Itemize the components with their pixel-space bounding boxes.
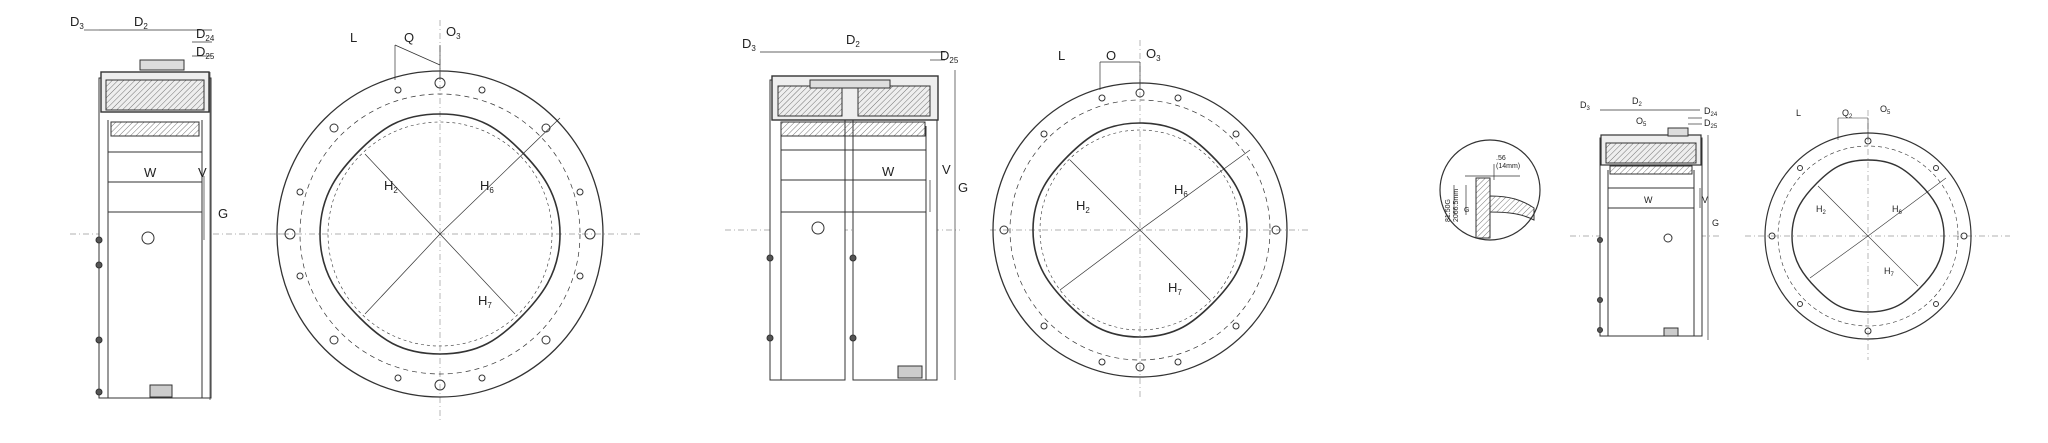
label-d3: D3 xyxy=(1580,100,1591,112)
label-d24: D24 xyxy=(1704,106,1718,118)
label-o3: O3 xyxy=(446,24,461,41)
label-h2: H2 xyxy=(1076,198,1090,215)
label-g: G xyxy=(218,206,228,221)
label-detail-dim-left-2: 2066.5mm xyxy=(1453,189,1460,222)
drawing-2-front-labels: L O O3 H2 H6 H7 xyxy=(1058,46,1188,297)
label-g: G xyxy=(958,180,968,195)
label-h2: H2 xyxy=(384,178,398,195)
label-detail-g: G xyxy=(1464,207,1469,214)
label-d3: D3 xyxy=(742,36,756,53)
label-v: V xyxy=(1702,195,1708,205)
drawing-2-front-view xyxy=(990,40,1310,400)
label-w: W xyxy=(1644,195,1653,205)
label-d25: D25 xyxy=(940,48,959,65)
label-o: O xyxy=(1106,48,1116,63)
drawing-1-side-view xyxy=(70,29,290,400)
label-w: W xyxy=(882,164,895,179)
drawing-3-inner-lobed-profile xyxy=(1791,159,1945,313)
drawing-1-inner-lobed-profile xyxy=(319,113,561,355)
label-h2: H2 xyxy=(1816,204,1827,216)
drawing-3-detail-view xyxy=(1439,139,1541,241)
label-d2: D2 xyxy=(846,32,860,49)
label-o3: O3 xyxy=(1146,46,1161,63)
label-detail-dim-top: .56 xyxy=(1496,155,1506,162)
label-l: L xyxy=(1796,108,1801,118)
drawing-1-side-labels: D3 D2 D24 D25 W V G xyxy=(70,14,228,221)
label-v: V xyxy=(198,165,207,180)
label-g: G xyxy=(1712,218,1719,228)
label-h7: H7 xyxy=(478,293,492,310)
drawing-1-front-labels: L Q O3 H2 H6 H7 xyxy=(350,24,494,310)
label-v: V xyxy=(942,162,951,177)
label-detail-dim-left-1: 81.50G xyxy=(1445,199,1452,222)
label-o5: O5 xyxy=(1636,116,1647,128)
drawing-3-front-labels: L Q2 O5 H2 H6 H7 xyxy=(1796,104,1903,278)
label-h7: H7 xyxy=(1168,280,1182,297)
label-h6: H6 xyxy=(480,178,494,195)
label-o5: O5 xyxy=(1880,104,1891,116)
label-h6: H6 xyxy=(1174,182,1188,199)
drawing-2-inner-lobed-profile xyxy=(1032,122,1248,338)
label-d25: D25 xyxy=(196,44,215,61)
label-d2: D2 xyxy=(134,14,148,31)
label-h6: H6 xyxy=(1892,204,1903,216)
label-d25: D25 xyxy=(1704,118,1718,130)
drawing-2-side-labels: D3 D2 D25 W V G xyxy=(742,32,968,195)
label-l: L xyxy=(1058,48,1065,63)
label-w: W xyxy=(144,165,157,180)
label-detail-dim-top-mm: (14mm) xyxy=(1496,163,1520,170)
drawing-1-front-view xyxy=(270,20,640,420)
drawing-3-side-labels: D3 D2 D24 D25 O5 W V G xyxy=(1580,96,1719,228)
label-q2: Q2 xyxy=(1842,108,1853,120)
label-l: L xyxy=(350,30,357,45)
drawing-3-front-view xyxy=(1745,110,2010,360)
drawing-3-detail-labels: .56 (14mm) 81.50G 2066.5mm G xyxy=(1445,155,1520,222)
label-d3: D3 xyxy=(70,14,84,31)
label-d24: D24 xyxy=(196,26,215,43)
label-d2: D2 xyxy=(1632,96,1643,108)
label-h7: H7 xyxy=(1884,266,1895,278)
label-q: Q xyxy=(404,30,414,45)
drawing-2-side-view xyxy=(725,51,960,381)
drawing-3-side-view xyxy=(1570,109,1720,340)
